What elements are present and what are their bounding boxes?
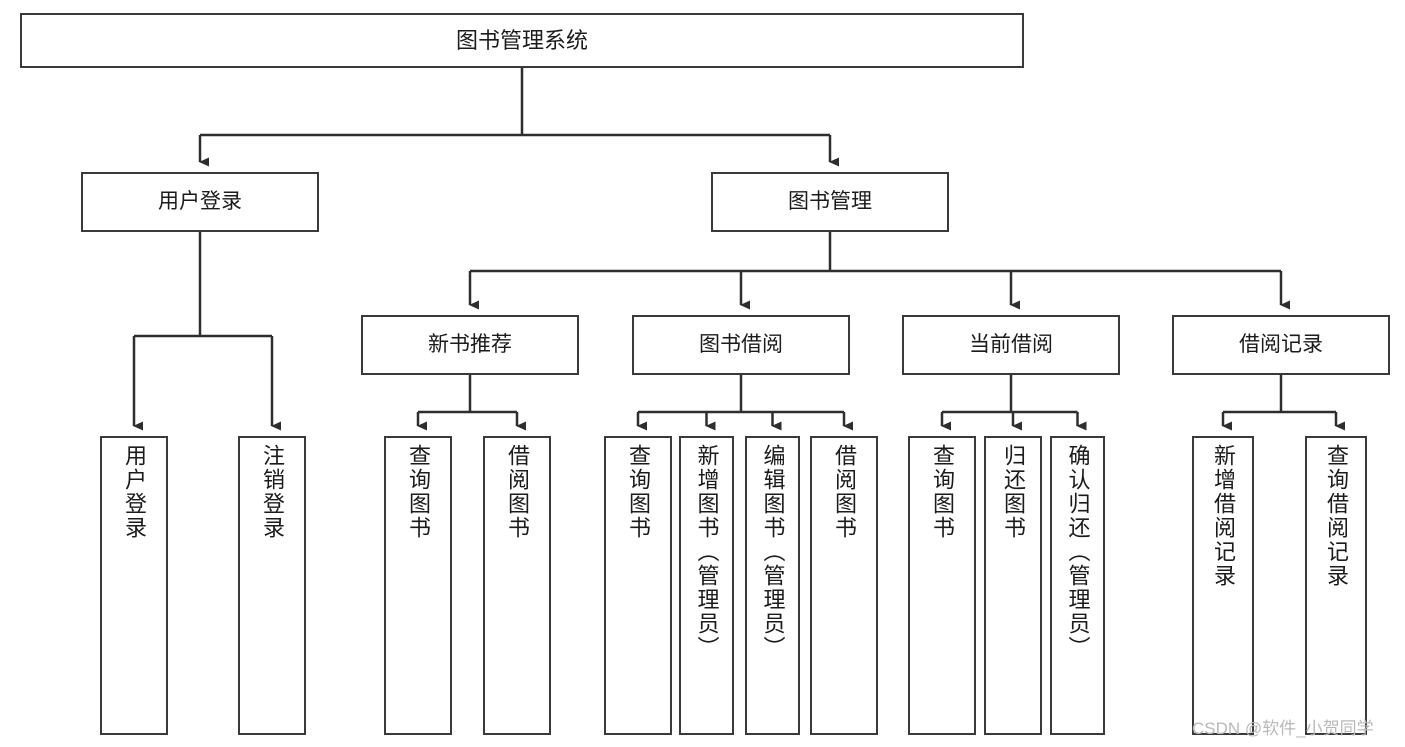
- node-label-book-manage: 图书管理: [788, 189, 872, 213]
- node-leaf-query-record[interactable]: 查询借阅记录: [1305, 436, 1367, 735]
- node-label-leaf-query-book-2: 查询图书: [626, 444, 651, 540]
- node-leaf-return-book[interactable]: 归还图书: [984, 436, 1042, 735]
- node-label-leaf-query-book-1: 查询图书: [406, 444, 431, 540]
- node-label-leaf-query-book-3: 查询图书: [930, 444, 955, 540]
- node-label-borrow-record: 借阅记录: [1239, 332, 1323, 356]
- node-leaf-confirm-return[interactable]: 确认归还（管理员）: [1050, 436, 1105, 735]
- node-borrow-record[interactable]: 借阅记录: [1172, 315, 1390, 375]
- node-label-leaf-edit-book: 编辑图书（管理员）: [760, 444, 786, 660]
- node-current-borrow[interactable]: 当前借阅: [902, 315, 1120, 375]
- watermark-credit: CSDN @软件_小贺同学: [1192, 719, 1374, 738]
- node-label-leaf-borrow-book-1: 借阅图书: [505, 444, 530, 540]
- node-label-current-borrow: 当前借阅: [969, 332, 1053, 356]
- node-leaf-query-book-2[interactable]: 查询图书: [604, 436, 672, 735]
- node-label-user-login: 用户登录: [158, 189, 242, 213]
- node-label-leaf-logout: 注销登录: [260, 444, 285, 540]
- node-book-borrow[interactable]: 图书借阅: [632, 315, 850, 375]
- node-leaf-user-login[interactable]: 用户登录: [100, 436, 168, 735]
- node-book-manage[interactable]: 图书管理: [711, 172, 949, 232]
- node-label-leaf-add-record: 新增借阅记录: [1211, 444, 1236, 588]
- node-leaf-add-record[interactable]: 新增借阅记录: [1192, 436, 1254, 735]
- node-leaf-query-book-3[interactable]: 查询图书: [908, 436, 976, 735]
- node-new-book-recommend[interactable]: 新书推荐: [361, 315, 579, 375]
- node-leaf-edit-book[interactable]: 编辑图书（管理员）: [745, 436, 800, 735]
- node-leaf-borrow-book-2[interactable]: 借阅图书: [810, 436, 878, 735]
- node-leaf-query-book-1[interactable]: 查询图书: [384, 436, 452, 735]
- node-label-leaf-add-book: 新增图书（管理员）: [694, 444, 720, 660]
- node-label-leaf-confirm-return: 确认归还（管理员）: [1065, 444, 1091, 660]
- node-label-book-borrow: 图书借阅: [699, 332, 783, 356]
- node-label-root: 图书管理系统: [455, 27, 588, 53]
- node-label-leaf-borrow-book-2: 借阅图书: [832, 444, 857, 540]
- node-leaf-add-book[interactable]: 新增图书（管理员）: [679, 436, 734, 735]
- node-root[interactable]: 图书管理系统: [20, 13, 1024, 68]
- node-label-new-book-recommend: 新书推荐: [428, 332, 512, 356]
- node-label-leaf-query-record: 查询借阅记录: [1324, 444, 1349, 588]
- node-leaf-logout[interactable]: 注销登录: [238, 436, 306, 735]
- connector-group: [132, 68, 1345, 431]
- node-label-leaf-user-login: 用户登录: [122, 444, 147, 540]
- node-label-leaf-return-book: 归还图书: [1001, 444, 1026, 540]
- node-user-login[interactable]: 用户登录: [81, 172, 319, 232]
- node-leaf-borrow-book-1[interactable]: 借阅图书: [483, 436, 551, 735]
